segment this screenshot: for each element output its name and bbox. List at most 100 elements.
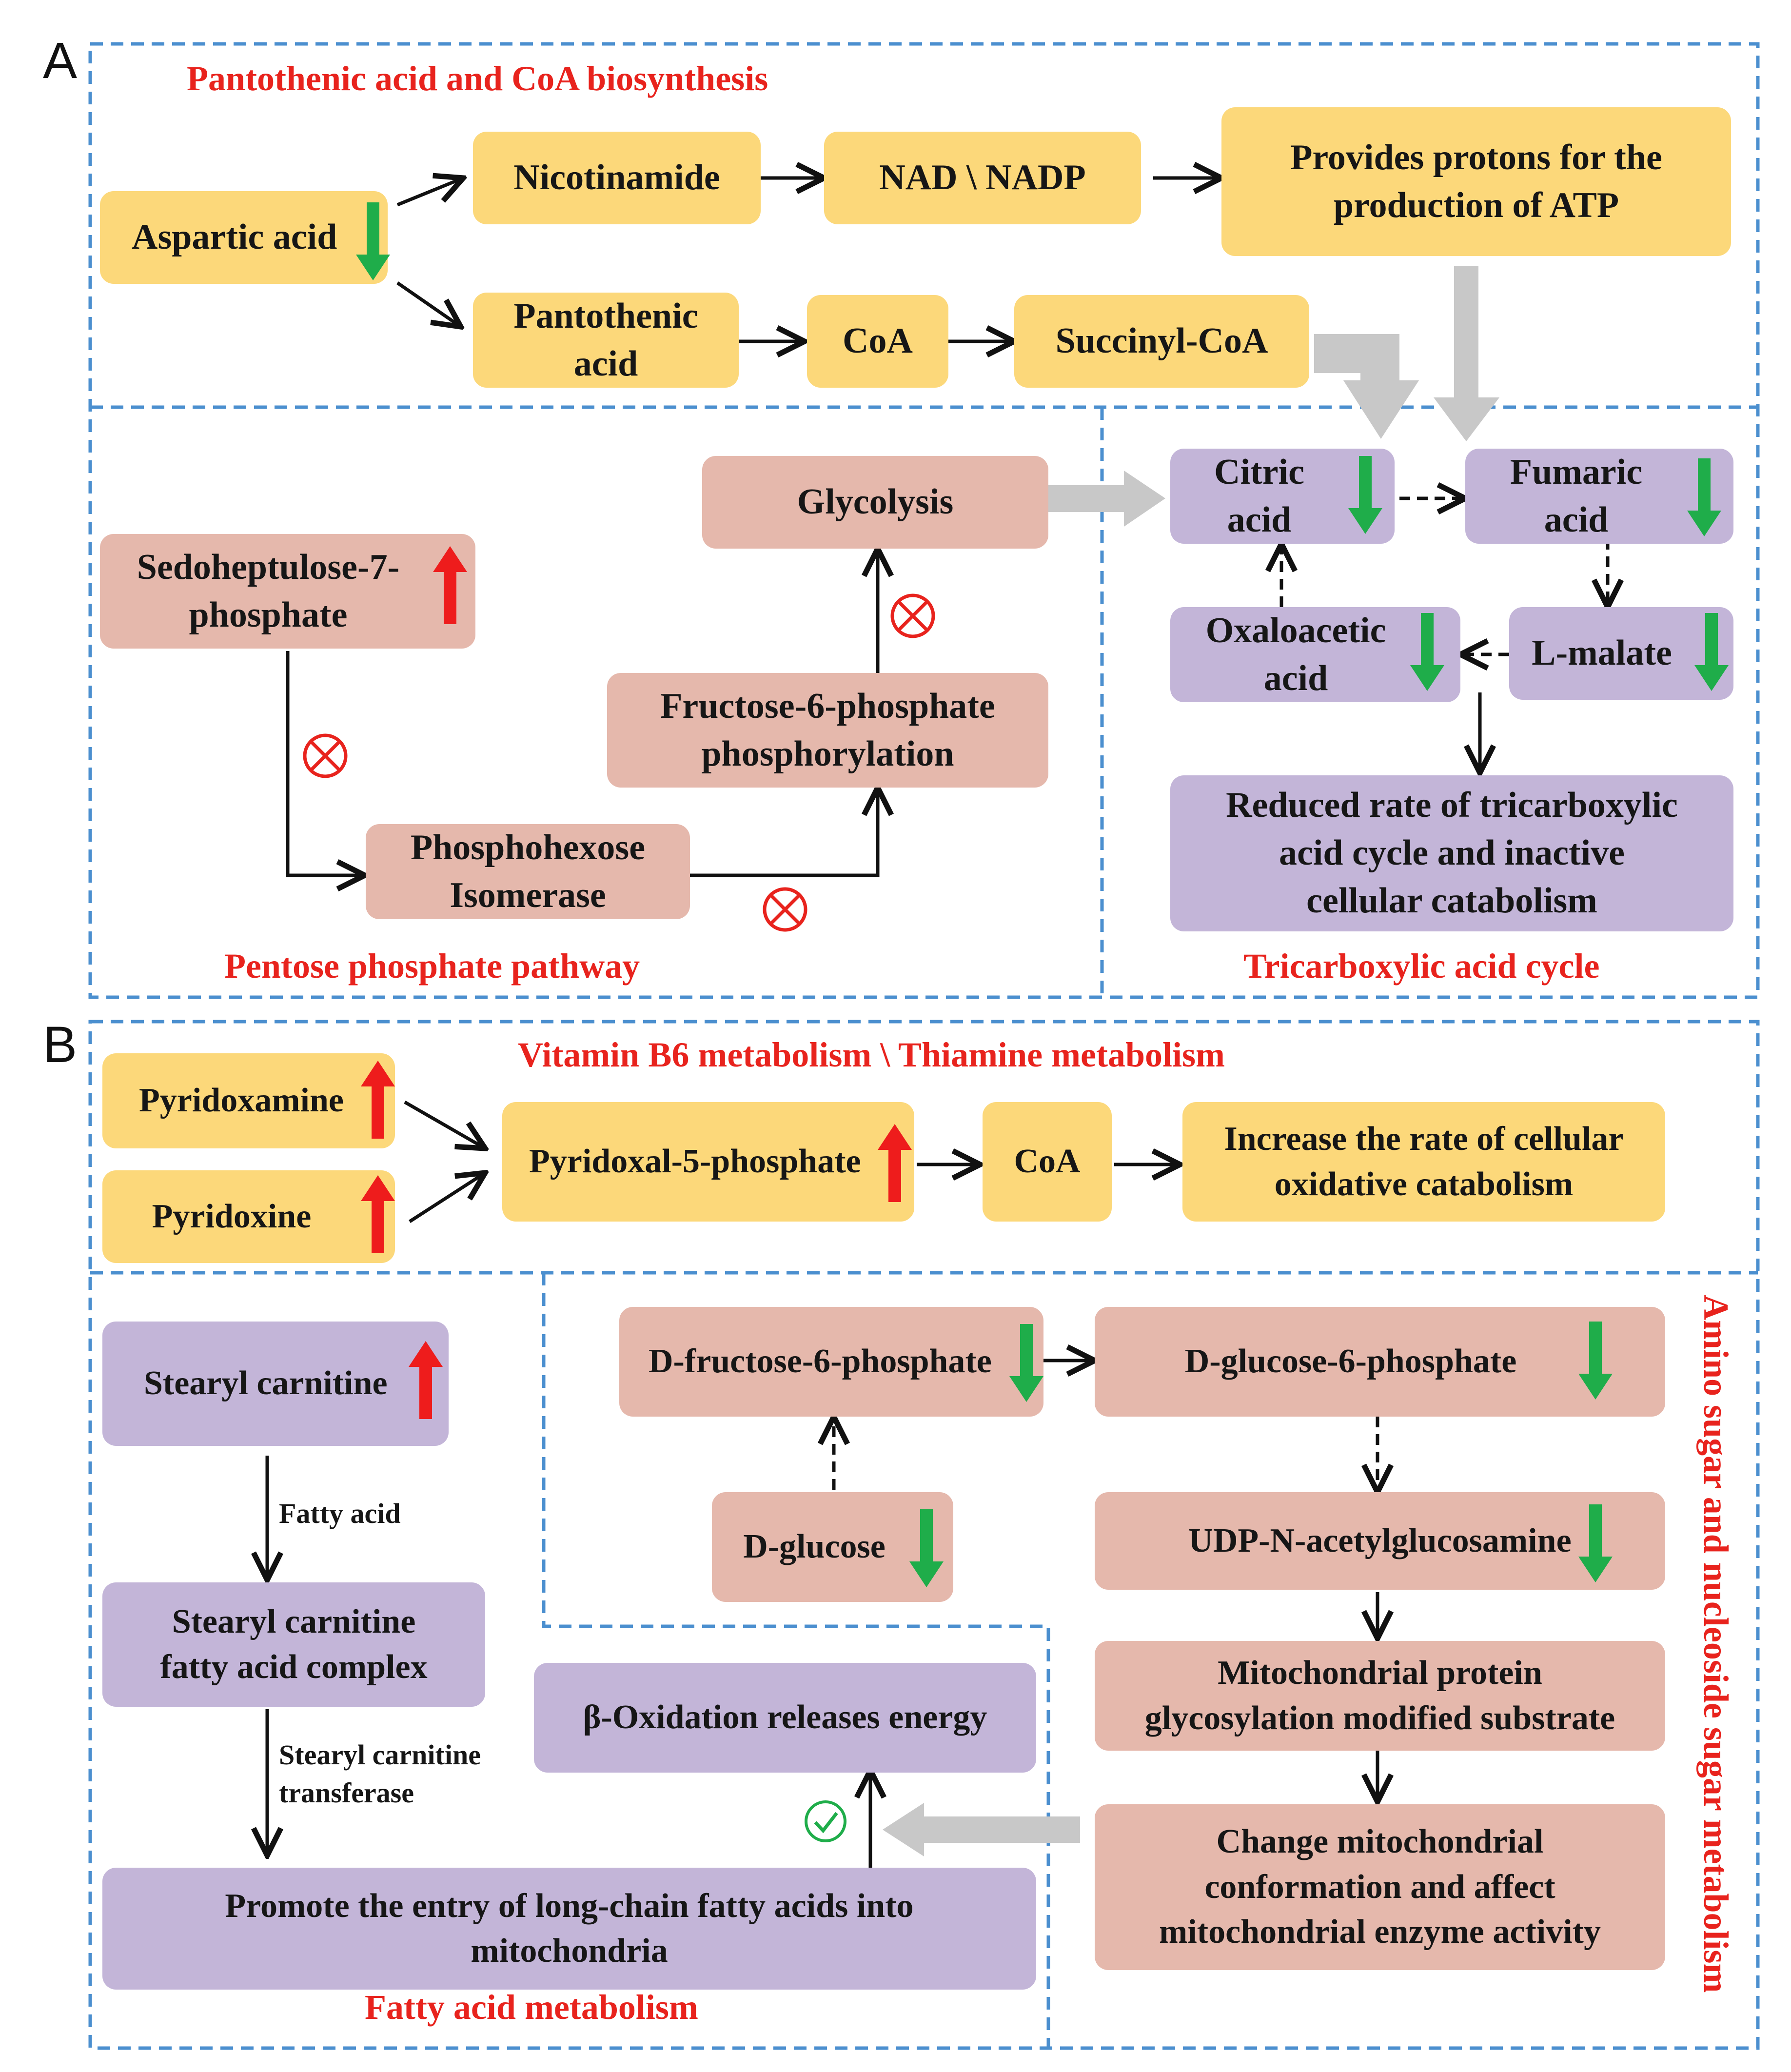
node-label-line: Mitochondrial protein [1218,1654,1542,1692]
node-coa-b: CoA [983,1102,1112,1222]
node-label: CoA [1014,1143,1081,1181]
node-label: D-glucose [743,1528,886,1566]
gray-arrow-protons-to-fumaric [1434,266,1499,441]
node-nad-nadp: NAD \ NADP [824,132,1141,224]
node-label-line: cellular catabolism [1306,880,1597,921]
node-label-line: Isomerase [450,875,606,915]
node-label-line: mitochondria [471,1932,668,1970]
node-aspartic-acid: Aspartic acid [100,191,388,284]
panel-letter-b: B [43,1016,78,1073]
node-citric-acid: Citric acid [1170,449,1395,544]
increase-arrow-icon [878,1124,912,1202]
arrow-pyridoxamine-p5p [404,1100,485,1148]
node-label: Glycolysis [797,482,954,522]
title-fatty-acid: Fatty acid metabolism [365,1988,698,2027]
decrease-arrow-icon [1410,613,1444,691]
node-label-line: Fructose-6-phosphate [660,686,995,726]
node-label-line: glycosylation modified substrate [1144,1699,1615,1737]
node-label-line: phosphorylation [701,733,954,774]
edge-label-transferase: Stearyl carnitine transferase [279,1736,481,1813]
arrow-pyridoxine-p5p [409,1173,485,1223]
inhibit-icon [763,887,807,932]
inhibit-icon [890,593,935,638]
decrease-arrow-icon [909,1509,944,1587]
node-stearyl-carnitine-complex: Stearyl carnitine fatty acid complex [102,1582,485,1707]
node-pantothenic-acid: Pantothenic acid [473,293,739,388]
edge-label-line: transferase [279,1777,414,1809]
decrease-arrow-icon [1578,1504,1613,1582]
node-label: Stearyl carnitine [144,1364,388,1402]
node-protons-atp: Provides protons for the production of A… [1221,107,1731,256]
inhibit-icon [303,733,348,778]
node-label-line: Promote the entry of long-chain fatty ac… [225,1887,914,1925]
node-label-line: Citric [1214,452,1304,492]
title-amino-sugar: Amino sugar and nucleoside sugar metabol… [1696,1295,1735,1993]
node-label-line: acid [1544,499,1609,540]
arrow-phi-f6p [690,788,878,877]
node-label: Succinyl-CoA [1055,321,1268,361]
node-label-line: Change mitochondrial [1216,1823,1544,1861]
node-label-line: acid [1263,658,1328,698]
edge-label-fatty-acid: Fatty acid [279,1498,401,1529]
node-pyridoxine: Pyridoxine [102,1170,395,1263]
decrease-arrow-icon [1687,458,1721,536]
increase-arrow-icon [409,1341,443,1419]
node-label-line: Sedoheptulose-7- [137,547,400,587]
node-fumaric-acid: Fumaric acid [1465,449,1733,544]
node-oxaloacetic-acid: Oxaloacetic acid [1170,607,1460,702]
node-d-fructose-6-phosphate: D-fructose-6-phosphate [619,1307,1043,1417]
node-label: CoA [843,321,913,361]
title-tca: Tricarboxylic acid cycle [1243,947,1600,986]
node-label: UDP-N-acetylglucosamine [1188,1521,1572,1559]
panel-letter-a: A [43,32,78,89]
gray-flow-arrows [883,266,1499,1856]
node-pyridoxal-5-phosphate: Pyridoxal-5-phosphate [502,1102,914,1222]
arrow-aspartic-pantothenic [396,281,461,327]
node-label-line: Provides protons for the [1290,137,1662,178]
node-label-line: Reduced rate of tricarboxylic [1226,785,1678,826]
node-promote-long-chain: Promote the entry of long-chain fatty ac… [102,1868,1036,1990]
node-label-line: acid [1227,499,1292,540]
decrease-arrow-icon [1578,1322,1613,1400]
node-glycolysis: Glycolysis [702,456,1048,549]
node-d-glucose: D-glucose [712,1492,953,1602]
node-label-line: acid cycle and inactive [1279,833,1625,873]
node-reduced-tca: Reduced rate of tricarboxylic acid cycle… [1170,775,1733,931]
gray-arrow-succinyl-to-citric [1314,334,1419,439]
node-increase-catabolism: Increase the rate of cellular oxidative … [1182,1102,1665,1222]
gray-arrow-glycolysis-to-citric [1048,471,1165,527]
node-label: Pyridoxamine [139,1082,344,1120]
node-label-line: conformation and affect [1204,1868,1555,1906]
node-label: D-glucose-6-phosphate [1184,1342,1517,1381]
node-fructose-6-phosphate-phosphorylation: Fructose-6-phosphate phosphorylation [607,673,1048,788]
decrease-arrow-icon [1694,613,1729,691]
node-label: Nicotinamide [513,158,720,198]
solid-arrows [267,178,1480,1868]
dashed-arrows [834,498,1608,1492]
node-d-glucose-6-phosphate: D-glucose-6-phosphate [1095,1307,1665,1417]
node-label: Pyridoxine [152,1197,312,1235]
node-label-line: oxidative catabolism [1274,1165,1574,1203]
node-label-line: fatty acid complex [160,1648,428,1686]
title-pantothenic: Pantothenic acid and CoA biosynthesis [187,59,768,98]
promote-check-icon [805,1800,846,1842]
title-pentose: Pentose phosphate pathway [224,947,640,986]
node-label-line: Increase the rate of cellular [1224,1120,1624,1158]
node-label-line: phosphate [189,594,348,635]
node-label: Pyridoxal-5-phosphate [529,1143,861,1181]
node-label: D-fructose-6-phosphate [649,1342,992,1381]
node-sedoheptulose: Sedoheptulose-7- phosphate [100,534,475,649]
node-pyridoxamine: Pyridoxamine [102,1053,395,1148]
panel-b-frame [88,1020,1760,2050]
node-stearyl-carnitine: Stearyl carnitine [102,1322,449,1446]
decrease-arrow-icon [356,202,390,280]
node-change-mitochondrial: Change mitochondrial conformation and af… [1095,1804,1665,1970]
node-label: β-Oxidation releases energy [583,1698,987,1737]
node-label-line: Oxaloacetic [1205,610,1386,651]
node-coa-a: CoA [807,295,948,388]
increase-arrow-icon [433,546,467,624]
arrow-aspartic-nicotinamide [396,178,463,207]
node-label-line: Fumaric [1510,452,1643,492]
